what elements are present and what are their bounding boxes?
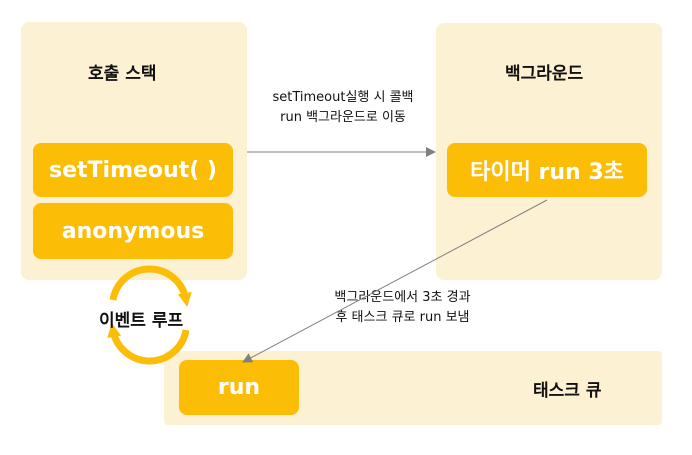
arrow-note-to-background: setTimeout실행 시 콜백 run 백그라운드로 이동 (249, 88, 437, 128)
event-loop-label: 이벤트 루프 (99, 311, 184, 331)
background-title: 백그라운드 (505, 64, 584, 84)
event-loop-ring-top (109, 265, 192, 307)
event-loop-ring-bottom (107, 323, 190, 365)
stack-frame-settimeout: setTimeout( ) (33, 143, 233, 197)
arrow-note-to-background-line-1: setTimeout실행 시 콜백 (272, 90, 414, 105)
arrow-note-to-queue-line-1: 백그라운드에서 3초 경과 (334, 290, 471, 305)
queue-item-run: run (179, 360, 299, 415)
stack-frame-anonymous: anonymous (33, 203, 233, 259)
task-queue-title: 태스크 큐 (533, 381, 602, 401)
arrow-note-to-background-line-2: run 백그라운드로 이동 (280, 110, 406, 125)
call-stack-title: 호출 스택 (88, 64, 157, 84)
arrow-to-queue (242, 199, 548, 363)
arrow-note-to-queue: 백그라운드에서 3초 경과 후 태스크 큐로 run 보냄 (300, 288, 505, 328)
arrow-note-to-queue-line-2: 후 태스크 큐로 run 보냄 (335, 310, 470, 325)
timer-chip: 타이머 run 3초 (447, 143, 647, 197)
